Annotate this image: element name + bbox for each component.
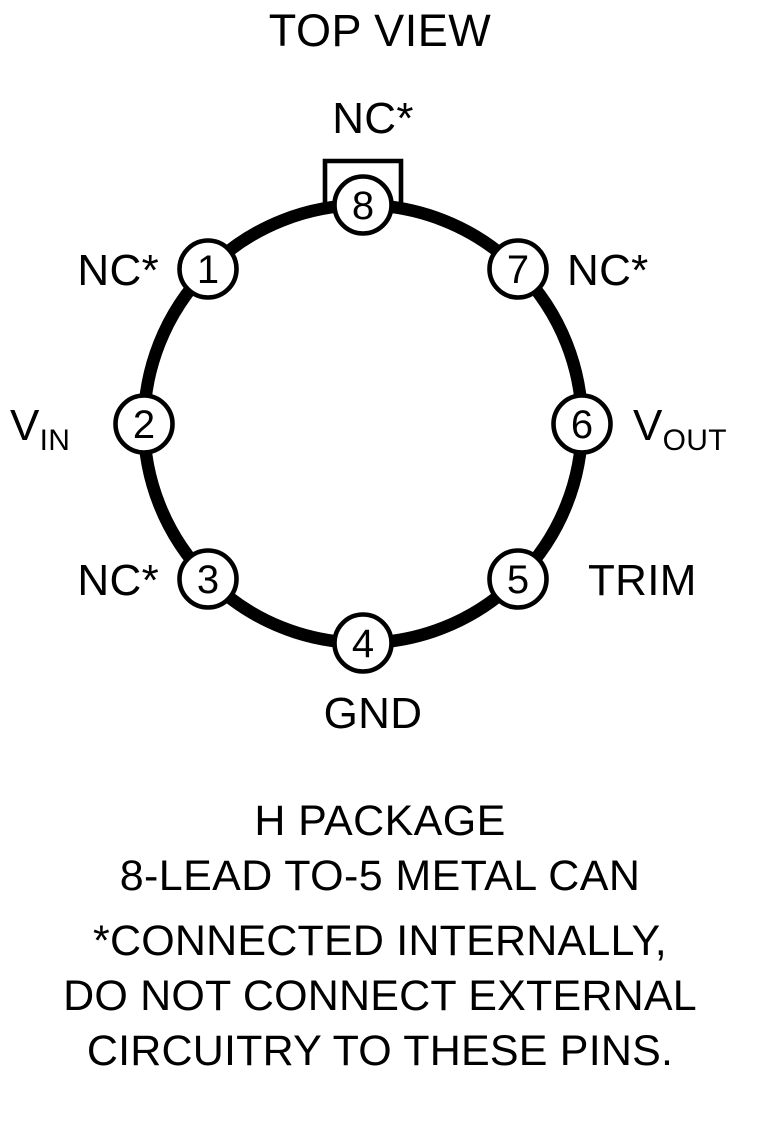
footnote-line-1: *CONNECTED INTERNALLY, xyxy=(93,917,667,965)
pin-1-circle[interactable] xyxy=(177,238,239,300)
pin-label-2-main: V xyxy=(10,401,40,450)
pin-7-circle[interactable] xyxy=(487,238,549,300)
pin-3[interactable]: 3 xyxy=(177,548,239,610)
pin-1-number: 1 xyxy=(197,248,219,292)
pin-label-3: NC* xyxy=(77,556,159,605)
footnote-line-3: CIRCUITRY TO THESE PINS. xyxy=(87,1027,673,1075)
pin-label-8: NC* xyxy=(332,94,414,143)
pin-4-circle[interactable] xyxy=(332,612,394,674)
pin-label-5: TRIM xyxy=(588,556,697,605)
footnote-line-2: DO NOT CONNECT EXTERNAL xyxy=(63,972,697,1020)
pin-4-number: 4 xyxy=(352,622,374,666)
pin-8-number: 8 xyxy=(352,184,374,228)
caption-package-name: H PACKAGE xyxy=(254,797,505,845)
pin-label-2: VIN xyxy=(10,401,70,457)
pin-label-1: NC* xyxy=(77,246,159,295)
pin-6-circle[interactable] xyxy=(551,393,613,455)
pin-label-6-subscript: OUT xyxy=(663,424,727,457)
pin-label-6: VOUT xyxy=(633,401,727,457)
pin-label-2-subscript: IN xyxy=(40,424,71,457)
pin-8[interactable]: 8 xyxy=(332,174,394,236)
page-title: TOP VIEW xyxy=(269,5,491,56)
pin-label-7: NC* xyxy=(567,246,649,295)
pin-5-circle[interactable] xyxy=(487,548,549,610)
pin-3-number: 3 xyxy=(197,558,219,602)
pin-5-number: 5 xyxy=(507,558,529,602)
pin-6-number: 6 xyxy=(571,403,593,447)
pin-1[interactable]: 1 xyxy=(177,238,239,300)
pin-2-number: 2 xyxy=(133,403,155,447)
caption-package-type: 8-LEAD TO-5 METAL CAN xyxy=(120,852,641,900)
pin-label-4: GND xyxy=(324,689,423,738)
pin-label-6-main: V xyxy=(633,401,663,450)
pin-2-circle[interactable] xyxy=(113,393,175,455)
pin-7[interactable]: 7 xyxy=(487,238,549,300)
pin-3-circle[interactable] xyxy=(177,548,239,610)
pin-5[interactable]: 5 xyxy=(487,548,549,610)
orientation-tab-icon xyxy=(322,158,404,205)
pin-4[interactable]: 4 xyxy=(332,612,394,674)
pin-2[interactable]: 2 xyxy=(113,393,175,455)
pin-8-circle[interactable] xyxy=(332,174,394,236)
pin-6[interactable]: 6 xyxy=(551,393,613,455)
pin-7-number: 7 xyxy=(507,248,529,292)
